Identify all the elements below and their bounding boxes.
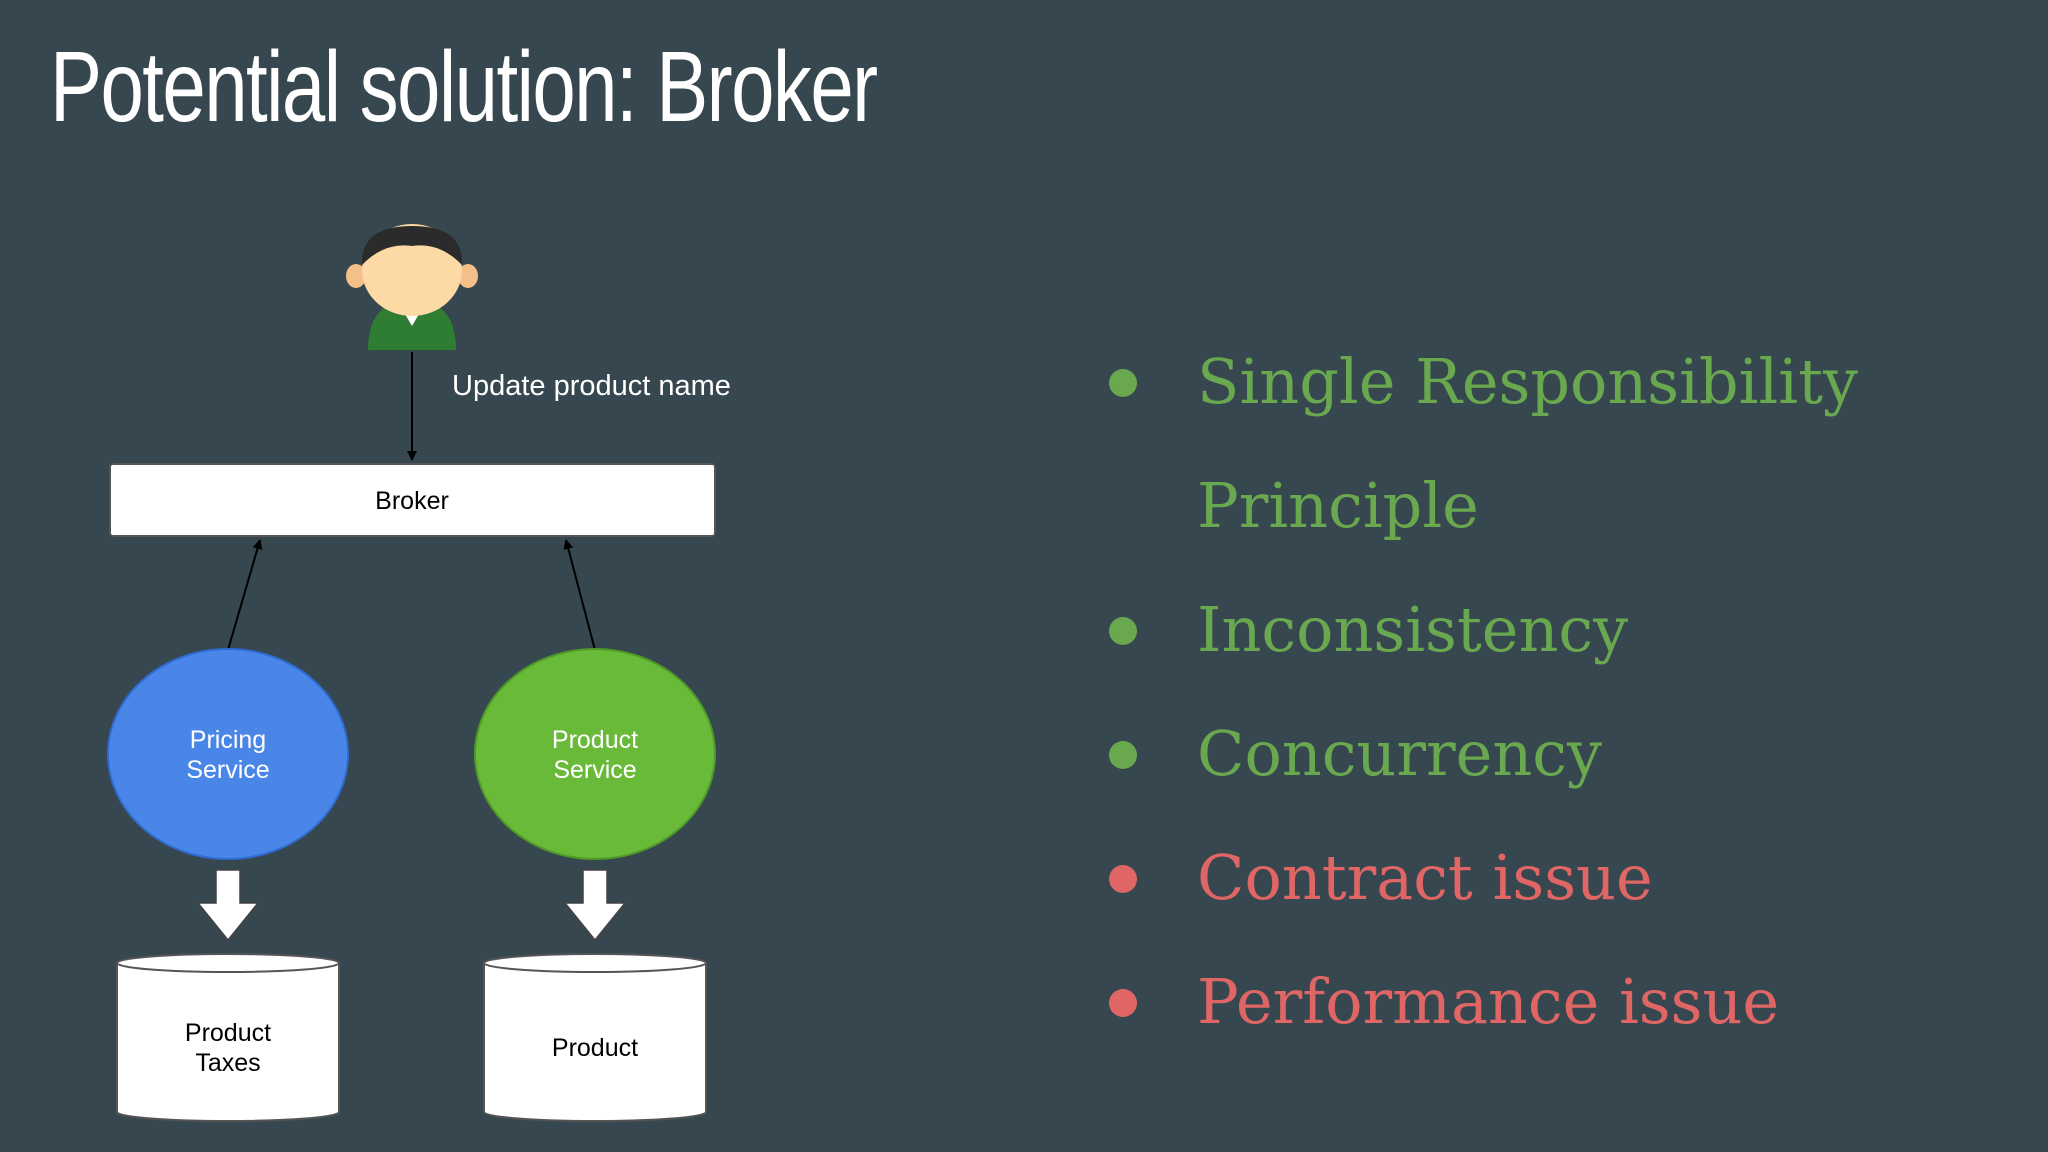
- bullet-contract-issue: Contract issue: [1105, 816, 2005, 940]
- bullet-single-responsibility: Single Responsibility Principle: [1105, 320, 2005, 568]
- bullet-text: Inconsistency: [1197, 593, 1629, 666]
- bullet-dot-icon: [1109, 989, 1137, 1017]
- bullet-dot-icon: [1109, 617, 1137, 645]
- product-service-node: Product Service: [474, 648, 716, 860]
- consequences-list: Single Responsibility Principle Inconsis…: [1105, 320, 2005, 1064]
- bullet-dot-icon: [1109, 741, 1137, 769]
- bullet-text: Performance issue: [1197, 965, 1780, 1038]
- bullet-text: Contract issue: [1197, 841, 1653, 914]
- product-to-broker-arrow: [563, 539, 596, 651]
- bullet-text: Single Responsibility Principle: [1197, 345, 1859, 542]
- user-avatar-icon: [346, 224, 478, 350]
- product-taxes-label-line1: Product: [185, 1019, 271, 1047]
- bullet-dot-icon: [1109, 865, 1137, 893]
- product-service-label-line1: Product: [552, 726, 638, 754]
- bullet-performance-issue: Performance issue: [1105, 940, 2005, 1064]
- bullet-dot-icon: [1109, 369, 1137, 397]
- pricing-service-node: Pricing Service: [107, 648, 349, 860]
- user-action-label: Update product name: [452, 370, 731, 402]
- pricing-to-db-arrow-icon: [196, 869, 260, 942]
- product-to-db-arrow-icon: [563, 869, 627, 942]
- pricing-service-label-line2: Service: [186, 756, 269, 784]
- bullet-concurrency: Concurrency: [1105, 692, 2005, 816]
- product-db-label: Product: [552, 1034, 638, 1062]
- bullet-text: Concurrency: [1197, 717, 1602, 790]
- pricing-service-label-line1: Pricing: [190, 726, 266, 754]
- product-taxes-database: Product Taxes: [116, 953, 340, 1122]
- broker-label: Broker: [375, 487, 449, 515]
- product-taxes-label-line2: Taxes: [195, 1049, 260, 1077]
- slide-title: Potential solution: Broker: [50, 31, 878, 143]
- pricing-to-broker-arrow: [227, 539, 263, 651]
- bullet-inconsistency: Inconsistency: [1105, 568, 2005, 692]
- broker-box: Broker: [109, 463, 716, 537]
- product-service-label-line2: Service: [553, 756, 636, 784]
- product-database: Product: [483, 953, 707, 1122]
